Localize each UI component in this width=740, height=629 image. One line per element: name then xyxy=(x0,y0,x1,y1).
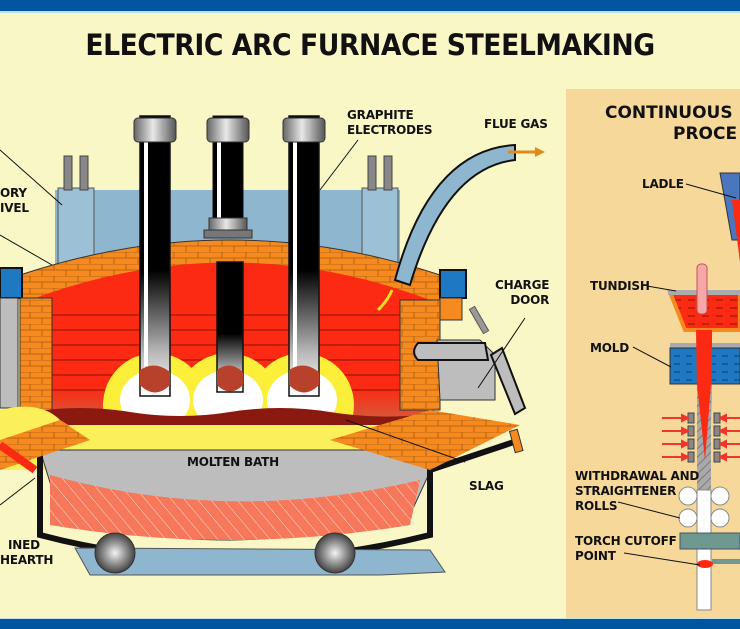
label-line: HEARTH xyxy=(0,553,54,567)
label-line: IVEL xyxy=(0,201,29,215)
wheel-left xyxy=(94,532,136,574)
bottom-band xyxy=(0,618,740,629)
label-flue-gas: FLUE GAS xyxy=(484,117,548,131)
left-wall-bricks xyxy=(19,297,53,419)
label-ladle: LADLE xyxy=(642,177,684,191)
graphite-electrodes xyxy=(133,115,326,397)
label-graphite-electrodes: GRAPHITE ELECTRODES xyxy=(347,108,432,138)
label-line: ELECTRODES xyxy=(347,123,433,137)
panel-title: CONTINUOUS PROCE xyxy=(605,103,737,145)
label-slag: SLAG xyxy=(469,479,504,493)
label-refractory-swivel: ORY IVEL xyxy=(0,186,29,216)
panel-title-line: PROCE xyxy=(673,124,738,144)
label-line: DOOR xyxy=(510,293,550,307)
label-line: POINT xyxy=(575,549,616,563)
leader-lines xyxy=(0,139,526,506)
lined-hearth xyxy=(50,475,420,540)
page-title: ELECTRIC ARC FURNACE STEELMAKING xyxy=(85,28,655,62)
top-band xyxy=(0,0,740,13)
slag-layer xyxy=(30,408,430,428)
wheel-right xyxy=(314,532,356,574)
label-line: STRAIGHTENER xyxy=(575,484,677,498)
label-molten-bath: MOLTEN BATH xyxy=(187,455,279,469)
label-line: ORY xyxy=(0,186,27,200)
label-line: WITHDRAWAL AND xyxy=(575,469,700,483)
label-torch-cutoff: TORCH CUTOFF POINT xyxy=(575,534,677,564)
label-line: INED xyxy=(8,538,40,552)
label-line: GRAPHITE xyxy=(347,108,414,122)
label-line: CHARGE xyxy=(495,278,550,292)
continuous-casting-diagram xyxy=(617,172,740,611)
label-lined-hearth: INED HEARTH xyxy=(0,538,53,568)
left-swivel-block xyxy=(0,267,23,299)
label-withdrawal-rolls: WITHDRAWAL AND STRAIGHTENER ROLLS xyxy=(575,469,699,514)
panel-title-line: CONTINUOUS xyxy=(605,103,733,123)
label-line: ROLLS xyxy=(575,499,618,513)
label-line: TORCH CUTOFF xyxy=(575,534,677,548)
charge-door xyxy=(489,346,527,416)
label-tundish: TUNDISH xyxy=(590,279,650,293)
label-mold: MOLD xyxy=(590,341,629,355)
label-charge-door: CHARGE DOOR xyxy=(495,278,549,308)
flue-gas-duct xyxy=(393,143,516,287)
